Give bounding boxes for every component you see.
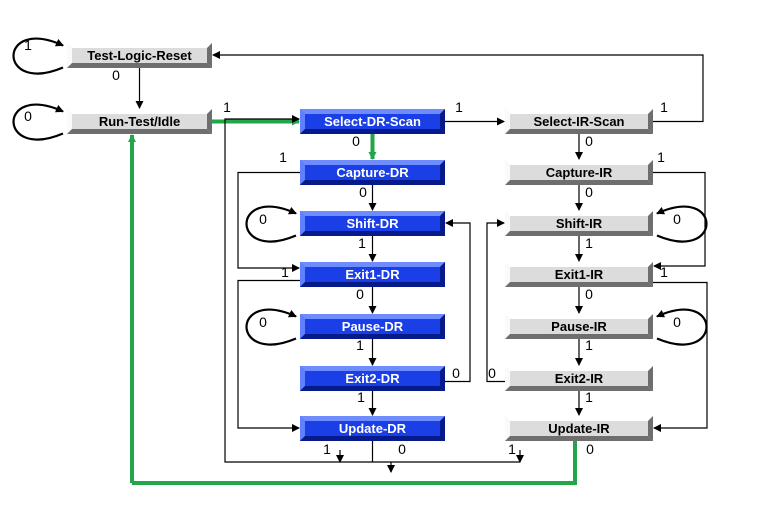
edge-label-uir-sdr: 1 bbox=[508, 441, 516, 457]
edge-pdr-self bbox=[245, 308, 297, 346]
edge-label-e1dr-pdr: 0 bbox=[356, 286, 364, 302]
state-label-uir: Update-IR bbox=[548, 421, 610, 436]
state-label-e1dr: Exit1-DR bbox=[345, 267, 400, 282]
edge-label-sdr-sir: 1 bbox=[455, 99, 463, 115]
state-label-sdr: Select-DR-Scan bbox=[324, 114, 421, 129]
edge-tlr-self bbox=[12, 37, 64, 75]
edge-pir-self bbox=[656, 308, 708, 346]
state-pdr: Pause-DR bbox=[300, 314, 445, 339]
state-shir: Shift-IR bbox=[505, 211, 653, 236]
edge-udr-rti-return bbox=[224, 115, 520, 463]
edge-label-sdr-cdr: 0 bbox=[352, 133, 360, 149]
state-sir: Select-IR-Scan bbox=[505, 109, 653, 134]
state-e2ir: Exit2-IR bbox=[505, 366, 653, 391]
edge-e1ir-uir bbox=[653, 281, 708, 432]
state-label-pir: Pause-IR bbox=[551, 319, 607, 334]
edge-label-udr-rti0: 0 bbox=[398, 441, 406, 457]
edge-label-e2dr-shdr: 0 bbox=[452, 365, 460, 381]
edge-label-cdr-e1dr: 1 bbox=[279, 149, 287, 165]
edge-label-uir-rti: 0 bbox=[586, 441, 594, 457]
edge-label-tlr-self: 1 bbox=[24, 37, 32, 53]
state-label-tlr: Test-Logic-Reset bbox=[87, 48, 192, 63]
edge-label-sir-cir: 0 bbox=[585, 133, 593, 149]
state-label-e2ir: Exit2-IR bbox=[555, 371, 604, 386]
state-e2dr: Exit2-DR bbox=[300, 366, 445, 391]
state-label-e1ir: Exit1-IR bbox=[555, 267, 604, 282]
edge-label-pir-self: 0 bbox=[673, 314, 681, 330]
edge-label-shir-self: 0 bbox=[673, 211, 681, 227]
state-e1ir: Exit1-IR bbox=[505, 262, 653, 287]
edge-label-cir-e1ir: 1 bbox=[657, 149, 665, 165]
state-label-cdr: Capture-DR bbox=[336, 165, 409, 180]
state-udr: Update-DR bbox=[300, 416, 445, 441]
edge-label-tlr-rti: 0 bbox=[112, 67, 120, 83]
edge-sir-tlr bbox=[212, 51, 704, 123]
edge-rti-self bbox=[12, 103, 64, 141]
state-tlr: Test-Logic-Reset bbox=[67, 43, 212, 68]
edge-label-e2ir-shir: 0 bbox=[488, 365, 496, 381]
state-label-shir: Shift-IR bbox=[556, 216, 603, 231]
edge-label-cdr-shdr: 0 bbox=[359, 184, 367, 200]
edge-label-pdr-self: 0 bbox=[259, 314, 267, 330]
edge-label-rti-sdr: 1 bbox=[223, 99, 231, 115]
edge-label-pdr-e2dr: 1 bbox=[356, 337, 364, 353]
edge-cdr-e1dr bbox=[237, 171, 300, 272]
state-label-cir: Capture-IR bbox=[546, 165, 613, 180]
edge-uir-rti-green bbox=[132, 441, 577, 485]
edge-label-shdr-self: 0 bbox=[259, 211, 267, 227]
edge-label-shir-e1ir: 1 bbox=[585, 235, 593, 251]
edge-label-cir-shir: 0 bbox=[585, 184, 593, 200]
state-label-pdr: Pause-DR bbox=[342, 319, 404, 334]
edge-shir-self bbox=[656, 205, 708, 243]
edge-e2ir-shir bbox=[486, 219, 505, 383]
state-cdr: Capture-DR bbox=[300, 160, 445, 185]
edge-e1dr-udr bbox=[237, 279, 300, 432]
edge-label-pir-e2ir: 1 bbox=[585, 337, 593, 353]
state-uir: Update-IR bbox=[505, 416, 653, 441]
state-pir: Pause-IR bbox=[505, 314, 653, 339]
edge-label-e2dr-udr: 1 bbox=[357, 389, 365, 405]
edge-label-shdr-e1dr: 1 bbox=[358, 235, 366, 251]
edge-label-e1dr-udr: 1 bbox=[281, 264, 289, 280]
state-rti: Run-Test/Idle bbox=[67, 109, 212, 134]
edge-label-e1ir-uir: 1 bbox=[660, 264, 668, 280]
state-cir: Capture-IR bbox=[505, 160, 653, 185]
edge-label-e1ir-pir: 0 bbox=[585, 286, 593, 302]
edge-label-udr-rti: 1 bbox=[323, 441, 331, 457]
state-e1dr: Exit1-DR bbox=[300, 262, 445, 287]
state-label-sir: Select-IR-Scan bbox=[533, 114, 624, 129]
state-label-shdr: Shift-DR bbox=[347, 216, 400, 231]
state-label-udr: Update-DR bbox=[339, 421, 407, 436]
state-label-e2dr: Exit2-DR bbox=[345, 371, 400, 386]
edge-label-rti-self: 0 bbox=[24, 108, 32, 124]
edge-label-e2ir-uir: 1 bbox=[585, 389, 593, 405]
edge-cir-e1ir bbox=[653, 171, 706, 270]
state-shdr: Shift-DR bbox=[300, 211, 445, 236]
edge-e2dr-shdr bbox=[445, 219, 471, 383]
state-label-rti: Run-Test/Idle bbox=[99, 114, 180, 129]
state-sdr: Select-DR-Scan bbox=[300, 109, 445, 134]
edge-shdr-self bbox=[245, 205, 297, 243]
edge-label-sir-tlr: 1 bbox=[660, 99, 668, 115]
